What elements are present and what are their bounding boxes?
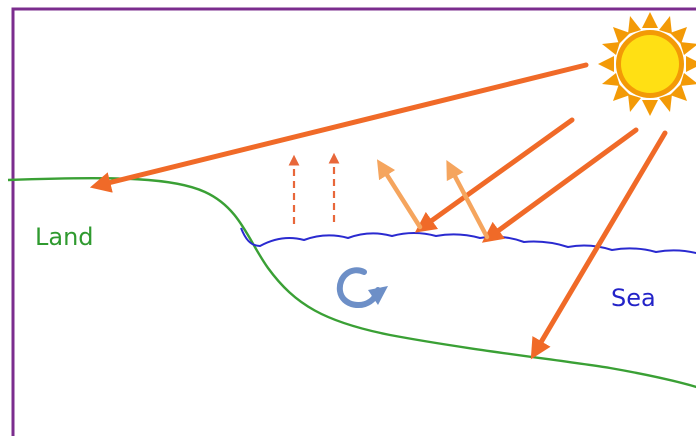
incoming-arrow-to-sea-1 — [414, 117, 575, 233]
sun-icon — [598, 12, 696, 116]
reflected-arrow-1 — [376, 159, 423, 230]
reflected-arrow-2 — [446, 159, 490, 240]
sea-label: Sea — [611, 284, 656, 312]
circular-arrow-icon — [336, 267, 388, 309]
sea-surface-line — [240, 227, 696, 255]
land-label: Land — [35, 223, 94, 251]
incoming-arrow-to-sea-2 — [481, 127, 639, 243]
incoming-arrow-to-land — [89, 62, 589, 193]
land-line — [7, 176, 696, 389]
incoming-arrow-to-seafloor — [530, 130, 668, 360]
diagram-frame — [11, 7, 696, 436]
